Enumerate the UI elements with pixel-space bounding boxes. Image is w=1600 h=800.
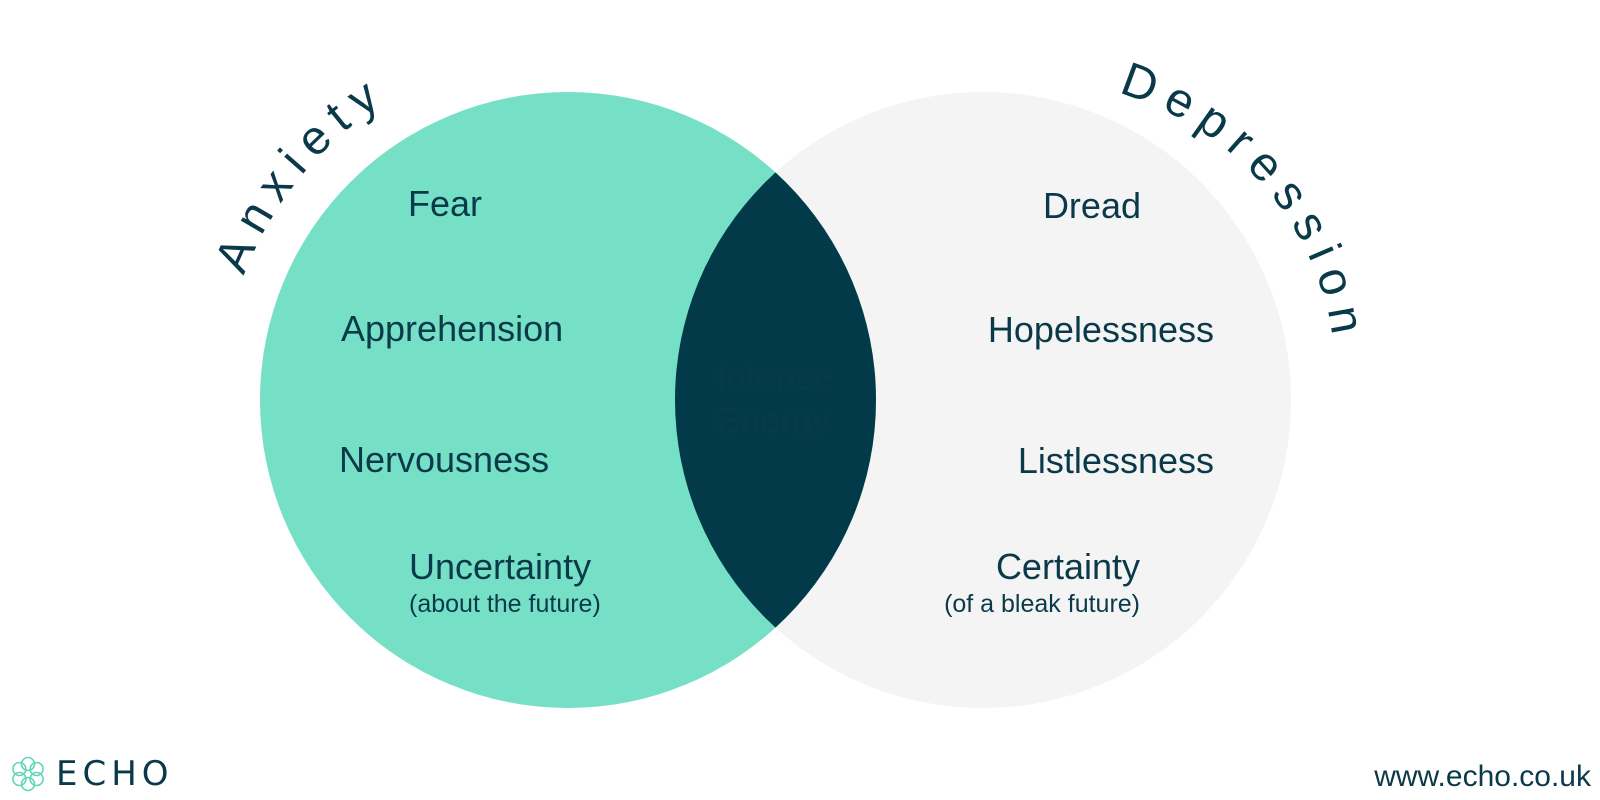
website-url: www.echo.co.uk bbox=[1374, 760, 1591, 793]
depression-item-certainty: Certainty bbox=[996, 546, 1140, 587]
overlap-label-line2: Energy bbox=[716, 400, 830, 441]
depression-item-listlessness: Listlessness bbox=[1018, 440, 1214, 481]
anxiety-item-apprehension: Apprehension bbox=[341, 308, 563, 349]
anxiety-item-uncertainty: Uncertainty bbox=[409, 546, 591, 587]
depression-item-hopelessness: Hopelessness bbox=[988, 309, 1214, 350]
overlap-label-line1: Intense bbox=[716, 356, 834, 397]
anxiety-item-fear: Fear bbox=[408, 183, 482, 224]
echo-logo: ECHO bbox=[10, 754, 174, 794]
overlap-region bbox=[675, 92, 876, 708]
depression-item-certainty-note: (of a bleak future) bbox=[944, 590, 1140, 618]
anxiety-item-uncertainty-note: (about the future) bbox=[409, 590, 601, 618]
logo-text: ECHO bbox=[56, 754, 174, 794]
depression-item-dread: Dread bbox=[1043, 185, 1141, 226]
anxiety-item-nervousness: Nervousness bbox=[339, 439, 549, 480]
flower-icon bbox=[12, 756, 44, 792]
